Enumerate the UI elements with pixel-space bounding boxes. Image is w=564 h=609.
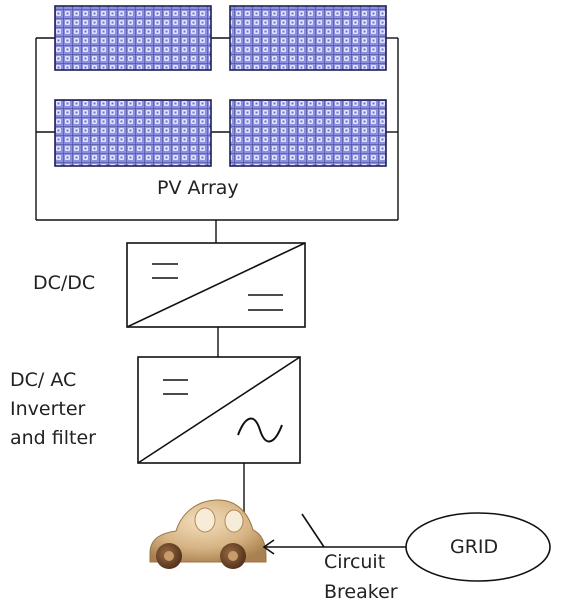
dcac-label-line-1: DC/ AC (10, 369, 77, 391)
dcdc-label: DC/DC (33, 272, 96, 294)
circuit-breaker-label-line-1: Circuit (324, 551, 386, 573)
circuit-breaker-label-line-2: Breaker (324, 581, 398, 603)
dc-ac-inverter-block (137, 356, 301, 464)
ac-sine-icon (237, 417, 283, 443)
dc-symbol-bottom (248, 294, 283, 311)
arrow-to-car (262, 539, 324, 555)
toy-car-icon (149, 499, 267, 569)
dc-dc-converter-block (126, 242, 306, 328)
solar-panel-top-left (54, 5, 212, 71)
grid-ellipse (405, 512, 551, 582)
solar-panel-bottom-left (54, 99, 212, 167)
dcac-label-line-3: and filter (10, 427, 96, 449)
dcac-label-line-2: Inverter (10, 398, 86, 420)
grid-label: GRID (450, 536, 499, 558)
circuit-breaker-label: Circuit Breaker (324, 551, 398, 604)
circuit-breaker-switch (301, 513, 410, 548)
dc-symbol (163, 379, 188, 395)
dcac-label: DC/ AC Inverter and filter (10, 369, 96, 450)
dc-symbol-top (152, 263, 178, 279)
solar-panel-top-right (229, 5, 387, 71)
solar-panel-bottom-right (229, 99, 387, 167)
pv-array-label: PV Array (157, 177, 239, 199)
pv-array-wiring (35, 37, 399, 243)
